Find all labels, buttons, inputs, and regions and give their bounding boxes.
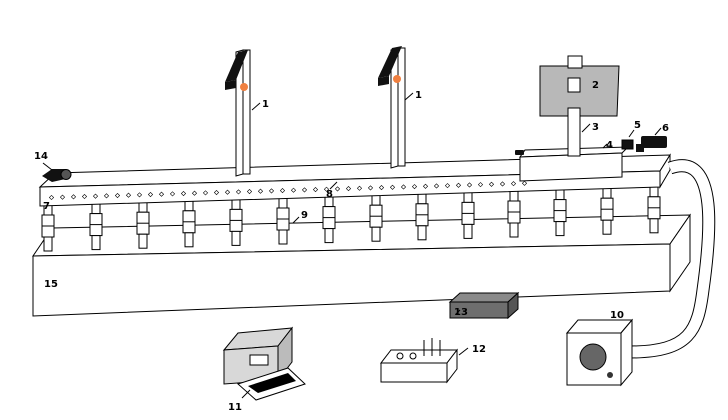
air-hole bbox=[257, 188, 264, 194]
support-leg bbox=[369, 194, 383, 242]
support-leg bbox=[600, 187, 614, 235]
support-leg bbox=[276, 197, 290, 245]
label-power-supply: 12 bbox=[472, 344, 486, 355]
leveling-block bbox=[448, 291, 520, 320]
air-hole bbox=[444, 183, 451, 189]
support-leg bbox=[415, 193, 429, 241]
air-hole bbox=[158, 191, 165, 197]
air-hole bbox=[334, 186, 341, 192]
air-inlet bbox=[636, 136, 667, 152]
air-hole bbox=[180, 190, 187, 197]
air-hole bbox=[246, 189, 253, 195]
air-hole bbox=[499, 181, 506, 187]
air-hole bbox=[92, 193, 99, 199]
air-hole bbox=[125, 192, 132, 198]
air-hole bbox=[466, 182, 473, 188]
air-hole bbox=[147, 191, 154, 198]
air-hole bbox=[433, 183, 440, 189]
air-hole bbox=[422, 183, 429, 189]
air-hole bbox=[268, 188, 275, 194]
support-legs bbox=[41, 186, 661, 252]
label-support-leg: 9 bbox=[301, 210, 308, 221]
air-hole bbox=[510, 181, 517, 187]
label-glider: 4 bbox=[606, 140, 613, 151]
support-leg bbox=[553, 189, 567, 237]
air-track-holes bbox=[48, 180, 528, 201]
support-leg bbox=[461, 191, 475, 239]
support-leg bbox=[507, 190, 521, 238]
support-leg bbox=[41, 204, 55, 252]
support-leg bbox=[136, 201, 150, 249]
support-leg bbox=[229, 198, 243, 246]
air-hole bbox=[312, 187, 319, 193]
air-hole bbox=[114, 192, 121, 199]
label-timer: 11 bbox=[228, 402, 242, 413]
air-hole bbox=[301, 187, 308, 193]
air-hole bbox=[81, 193, 88, 200]
end-pulley bbox=[42, 169, 72, 182]
label-air-inlet: 6 bbox=[662, 123, 669, 134]
air-hole bbox=[103, 193, 110, 199]
air-hole bbox=[290, 187, 297, 193]
air-hole bbox=[345, 186, 352, 192]
timer bbox=[222, 326, 306, 401]
air-hole bbox=[455, 182, 462, 188]
air-hole bbox=[191, 190, 198, 196]
stopper bbox=[621, 139, 634, 150]
air-hole bbox=[378, 185, 385, 191]
label-leveling-block: 13 bbox=[454, 307, 468, 318]
air-hole bbox=[488, 181, 495, 187]
label-blower: 10 bbox=[610, 310, 624, 321]
air-hole bbox=[389, 184, 396, 190]
air-hole bbox=[411, 184, 418, 190]
electromagnet-stand bbox=[539, 55, 620, 157]
air-hole bbox=[367, 185, 374, 191]
support-leg bbox=[89, 203, 103, 251]
glider bbox=[519, 146, 630, 182]
photogate-left bbox=[225, 49, 251, 177]
air-hole bbox=[70, 194, 77, 200]
air-hole bbox=[224, 189, 231, 195]
label-photogate-left: 1 bbox=[262, 99, 269, 110]
air-hole bbox=[356, 185, 363, 191]
air-hole bbox=[136, 192, 143, 198]
photogate-right bbox=[378, 46, 406, 169]
glider-left-clip bbox=[515, 150, 524, 155]
support-leg bbox=[322, 196, 336, 244]
air-hole bbox=[169, 191, 176, 197]
label-base-beam: 15 bbox=[44, 279, 58, 290]
power-supply bbox=[379, 338, 459, 384]
label-electromagnet: 2 bbox=[592, 80, 599, 91]
support-leg bbox=[647, 186, 661, 234]
air-hole bbox=[235, 189, 242, 195]
label-track-end: 7 bbox=[43, 201, 50, 212]
air-hole bbox=[477, 182, 484, 188]
label-stand-rod: 3 bbox=[592, 122, 599, 133]
base-beam bbox=[32, 213, 691, 317]
air-hole bbox=[202, 190, 209, 196]
air-hole bbox=[59, 194, 66, 200]
air-hole bbox=[279, 188, 286, 194]
blower bbox=[565, 318, 634, 387]
leader-lines bbox=[42, 92, 662, 399]
air-hose bbox=[629, 159, 716, 359]
air-hole bbox=[400, 184, 407, 190]
label-photogate-right: 1 bbox=[415, 90, 422, 101]
label-air-track: 8 bbox=[326, 189, 333, 200]
air-hole bbox=[213, 190, 220, 196]
label-stopper: 5 bbox=[634, 120, 641, 131]
part-labels: 1 1 2 3 4 5 6 7 14 8 9 10 11 12 13 15 bbox=[34, 80, 669, 413]
support-leg bbox=[182, 200, 196, 248]
air-hole bbox=[48, 194, 55, 201]
air-hole bbox=[323, 186, 330, 192]
air-hole bbox=[521, 180, 528, 186]
label-end-pulley: 14 bbox=[34, 151, 48, 162]
